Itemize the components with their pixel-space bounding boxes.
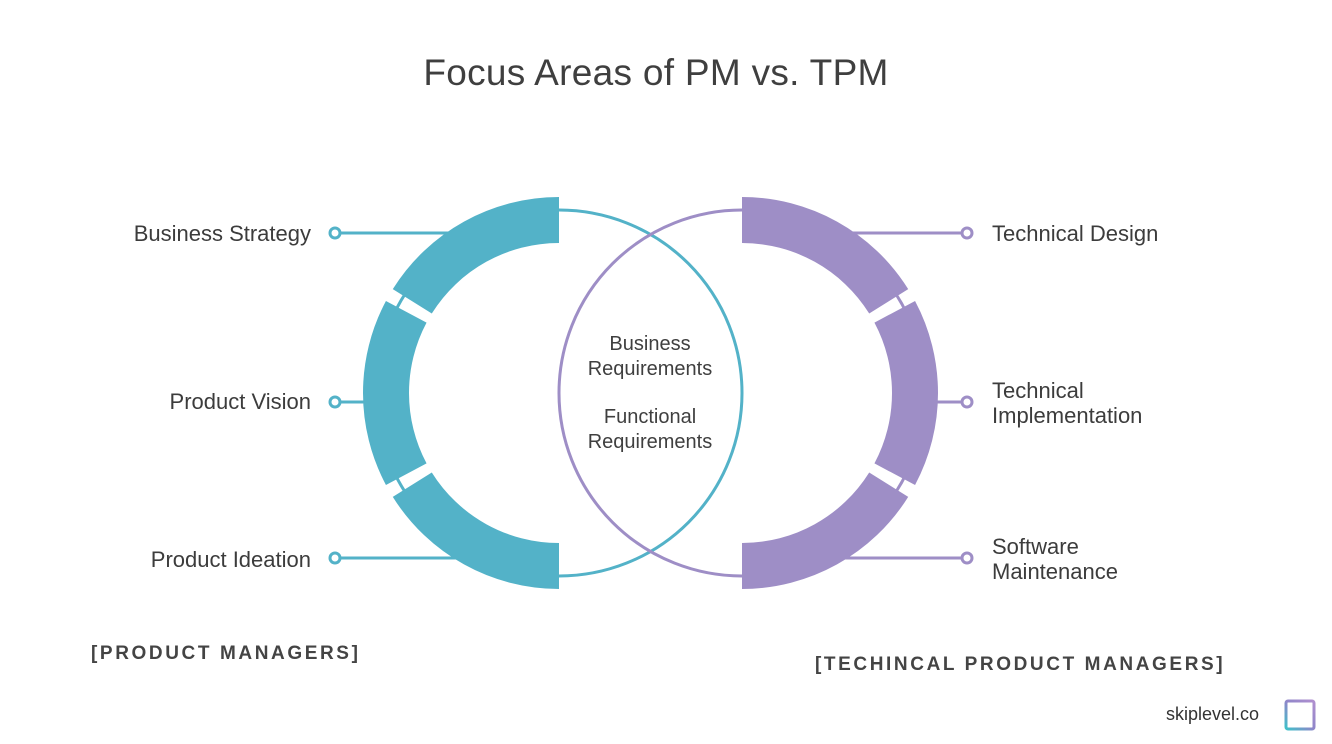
label-line: Technical <box>992 378 1084 403</box>
pm-connector-product-vision <box>328 395 376 409</box>
pm-label-product-vision: Product Vision <box>169 389 311 414</box>
label-line: Implementation <box>992 403 1143 428</box>
overlap-line: Requirements <box>587 358 713 380</box>
connector-dot-icon <box>328 395 342 409</box>
connector-dot-icon <box>960 226 974 240</box>
tpm-arc-software-maintenance <box>742 472 909 589</box>
pm-label-business-strategy: Business Strategy <box>133 221 311 246</box>
tpm-label-software-maintenance: Software Maintenance <box>992 534 1118 584</box>
pm-connector-product-ideation <box>328 551 460 565</box>
label-line: Technical Design <box>992 221 1159 246</box>
tpm-connector-software-maintenance <box>842 551 974 565</box>
brand-link[interactable]: skiplevel.co <box>1166 704 1260 724</box>
connector-dot-icon <box>960 551 974 565</box>
label-line: Software <box>992 534 1079 559</box>
pm-arc-business-strategy <box>392 197 559 314</box>
overlap-line: Business <box>609 333 691 355</box>
tpm-label-technical-implementation: Technical Implementation <box>992 378 1142 428</box>
tpm-connector-technical-design <box>842 226 974 240</box>
pm-connector-business-strategy <box>328 226 460 240</box>
overlap-line: Requirements <box>587 431 713 453</box>
overlap-functional-requirements: Functional Requirements <box>550 405 750 455</box>
overlap-line: Functional <box>603 406 697 428</box>
skiplevel-logo-icon <box>1284 699 1316 731</box>
connector-dot-icon <box>328 551 342 565</box>
tpm-arc-technical-design <box>742 197 909 314</box>
pm-label-product-ideation: Product Ideation <box>150 547 311 572</box>
tpm-connector-technical-implementation <box>926 395 974 409</box>
pm-arc-segments <box>363 197 559 589</box>
pm-arc-product-ideation <box>392 472 559 589</box>
connector-dot-icon <box>960 395 974 409</box>
tpm-arc-technical-implementation <box>874 300 938 486</box>
tpm-group-label: [TECHINCAL PRODUCT MANAGERS] <box>815 654 1226 675</box>
overlap-business-requirements: Business Requirements <box>550 332 750 382</box>
pm-group-label: [PRODUCT MANAGERS] <box>91 643 361 664</box>
page-title: Focus Areas of PM vs. TPM <box>423 52 889 93</box>
tpm-arc-segments <box>742 197 938 589</box>
label-line: Maintenance <box>992 559 1118 584</box>
connector-dot-icon <box>328 226 342 240</box>
pm-arc-product-vision <box>363 300 427 486</box>
tpm-label-technical-design: Technical Design <box>992 221 1158 246</box>
